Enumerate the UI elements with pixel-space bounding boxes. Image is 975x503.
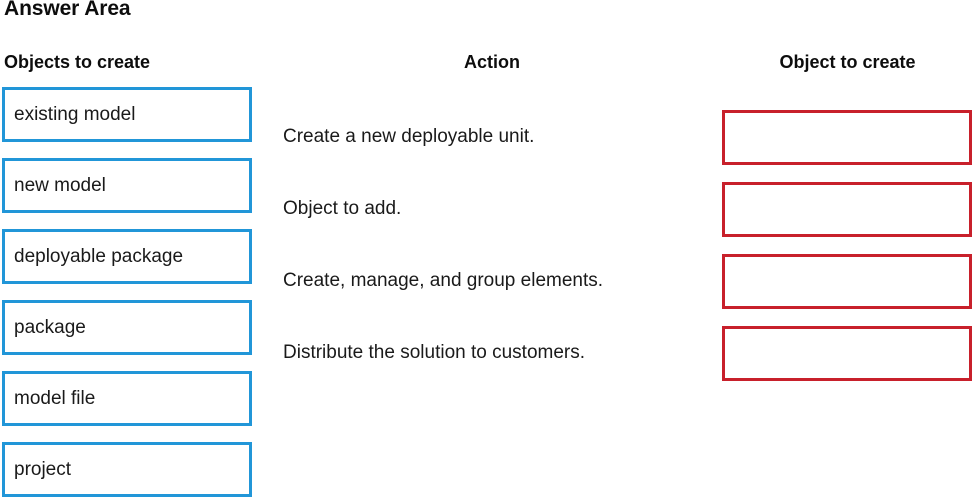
source-option[interactable]: package: [2, 300, 252, 355]
source-option[interactable]: project: [2, 442, 252, 497]
answer-drop-target[interactable]: [722, 110, 972, 165]
source-option-label: model file: [14, 388, 96, 409]
action-row: Create, manage, and group elements.: [283, 254, 713, 309]
action-label: Create, manage, and group elements.: [283, 270, 604, 292]
source-option-label: project: [14, 459, 72, 480]
source-option[interactable]: model file: [2, 371, 252, 426]
source-option[interactable]: new model: [2, 158, 252, 213]
action-list: Create a new deployable unit. Object to …: [283, 110, 713, 398]
answer-drop-target-list: [722, 110, 972, 398]
column-header-objects-to-create: Objects to create: [4, 52, 151, 72]
action-label: Create a new deployable unit.: [283, 126, 535, 148]
source-options-list: existing model new model deployable pack…: [2, 87, 252, 503]
action-row: Object to add.: [283, 182, 713, 237]
source-option[interactable]: existing model: [2, 87, 252, 142]
answer-drop-target[interactable]: [722, 182, 972, 237]
source-option-label: existing model: [14, 104, 136, 125]
action-label: Distribute the solution to customers.: [283, 342, 586, 364]
column-header-object-to-create: Object to create: [779, 52, 916, 72]
column-header-action: Action: [464, 52, 520, 72]
action-row: Distribute the solution to customers.: [283, 326, 713, 381]
answer-drop-target[interactable]: [722, 254, 972, 309]
source-option[interactable]: deployable package: [2, 229, 252, 284]
source-option-label: deployable package: [14, 246, 184, 267]
answer-drop-target[interactable]: [722, 326, 972, 381]
action-label: Object to add.: [283, 198, 402, 220]
source-option-label: package: [14, 317, 86, 338]
source-option-label: new model: [14, 175, 106, 196]
action-row: Create a new deployable unit.: [283, 110, 713, 165]
page-title: Answer Area: [4, 0, 131, 20]
